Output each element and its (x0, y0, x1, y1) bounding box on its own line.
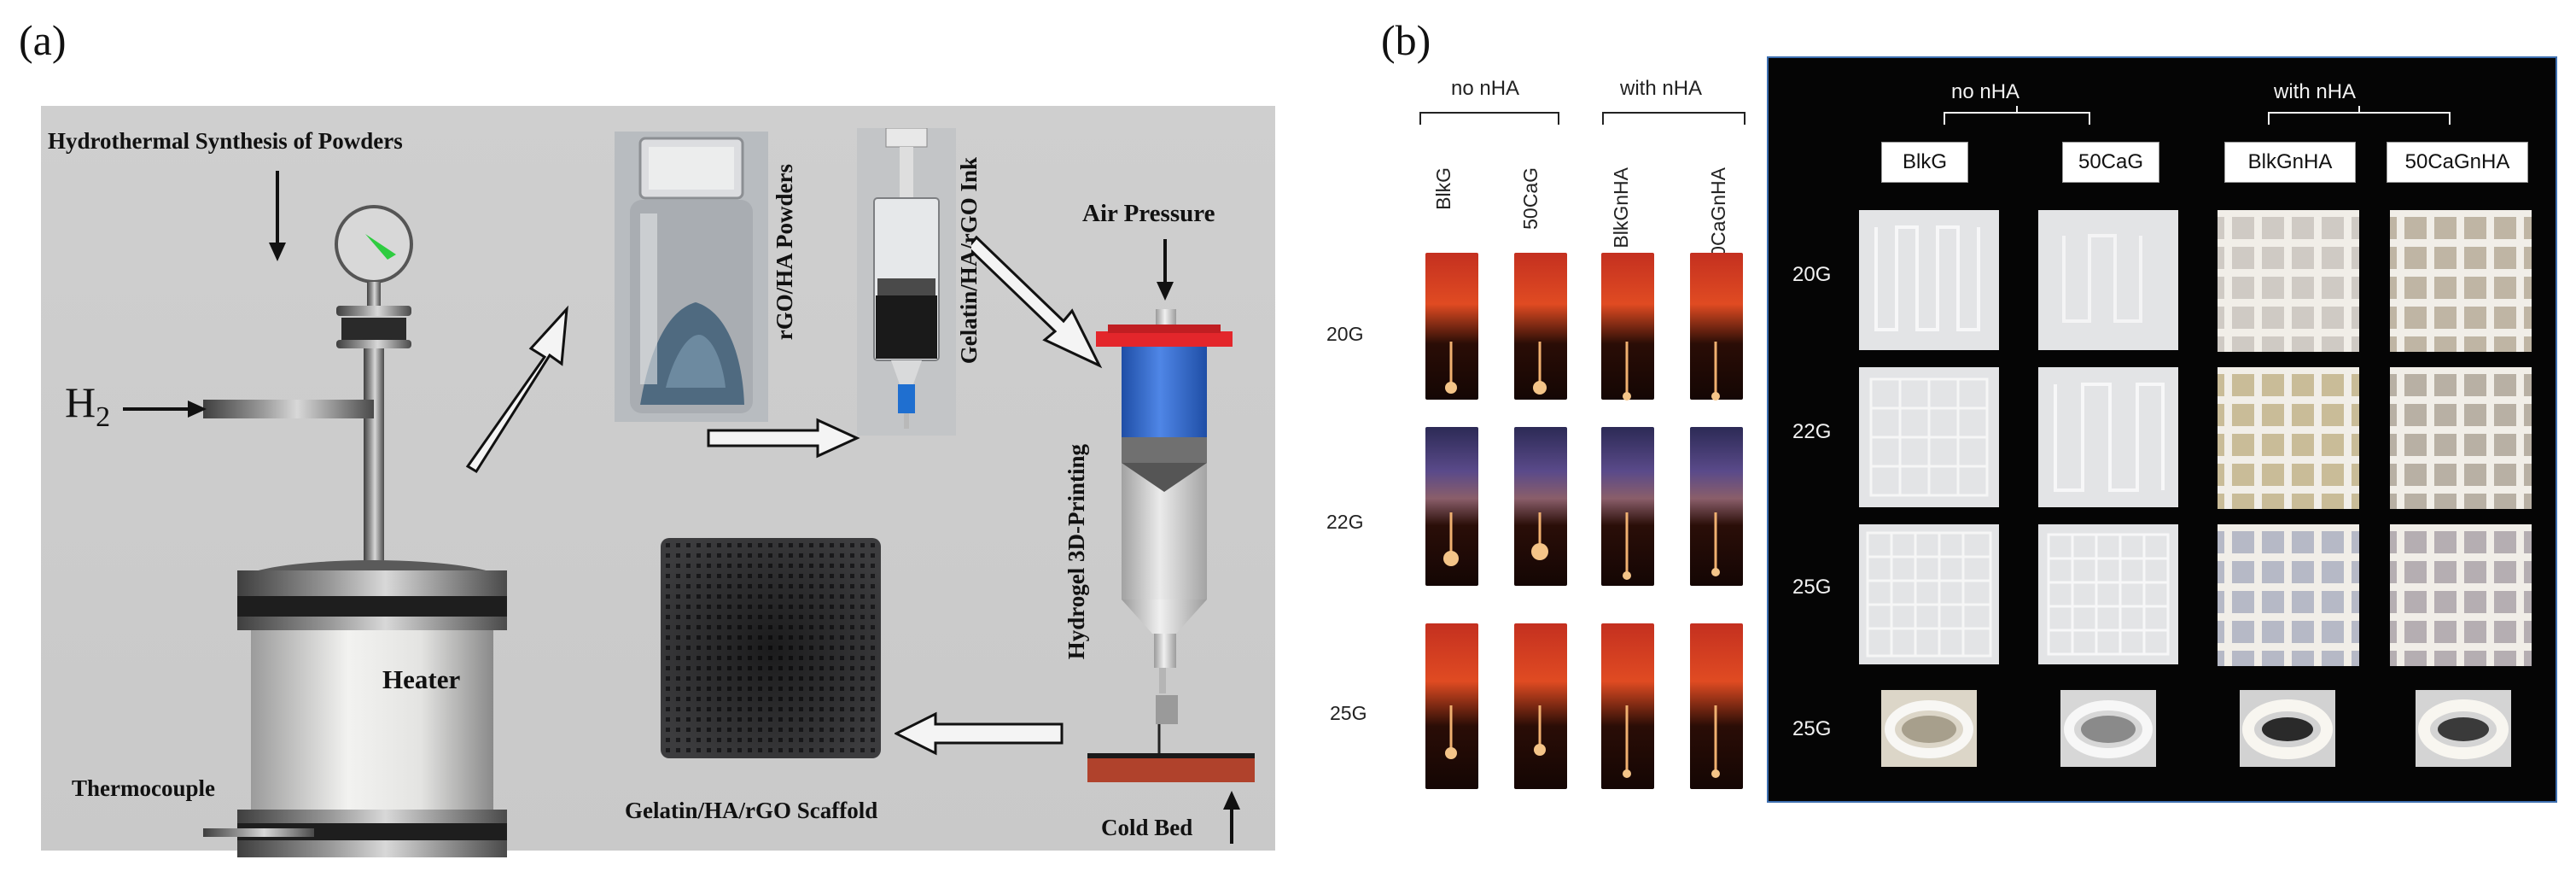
scaffold-photo-22g-blkg (1859, 367, 1999, 507)
scaffold-group-with-nha: with nHA (2274, 80, 2357, 103)
hydrothermal-arrow (269, 171, 286, 261)
ring-photo-50cag (2060, 690, 2156, 767)
hollow-arrow-to-scaffold (895, 711, 1064, 756)
scaffold-row-22g: 22G (1792, 420, 1832, 443)
nozzle-col-blkg: BlkG (1432, 167, 1454, 210)
ring-photo-50cagnha (2416, 690, 2511, 767)
h2-subscript: 2 (96, 401, 111, 433)
air-pressure-arrow (1157, 239, 1174, 301)
scaffold-col-blkg: BlkG (1881, 142, 1968, 183)
scaffold-col-blkgnha: BlkGnHA (2224, 142, 2356, 183)
scaffold-photo (661, 538, 881, 758)
cold-bed (1087, 753, 1255, 782)
scaffold-photo-22g-blkgnha (2218, 367, 2359, 509)
air-pressure-label: Air Pressure (1082, 200, 1215, 227)
nozzle-col-50cag: 50CaG (1519, 167, 1542, 230)
scaffold-photo-25g-50cag (2038, 524, 2178, 664)
scaffold-row-25g: 25G (1792, 576, 1832, 599)
nozzle-row-22g: 22G (1326, 511, 1364, 533)
scaffold-group-no-nha: no nHA (1951, 80, 2020, 103)
nozzle-group-with-nha: with nHA (1620, 77, 1703, 100)
ring-photo-blkg (1881, 690, 1977, 767)
nozzle-group-brackets (1419, 112, 1746, 125)
nozzle-group-no-nha: no nHA (1451, 77, 1520, 100)
printing-label: Hydrogel 3D-Printing (1064, 444, 1089, 660)
ring-photo-blkgnha (2240, 690, 2335, 767)
panel-a-letter: (a) (19, 16, 67, 64)
scaffold-photo-20g-blkg (1859, 210, 1999, 350)
panel-a-diagram: Hydrothermal Synthesis of Powders (41, 106, 1275, 857)
cold-bed-label: Cold Bed (1101, 815, 1193, 840)
powders-vial-photo (615, 132, 768, 422)
powders-label: rGO/HA Powders (772, 164, 797, 341)
h2-text: H (65, 378, 96, 426)
cold-bed-arrow (1223, 791, 1240, 844)
scaffold-photo-25g-blkgnha (2218, 524, 2359, 666)
hollow-arrow-to-ink (707, 418, 860, 459)
scaffold-photo-25g-blkg (1859, 524, 1999, 664)
panel-b-letter: (b) (1381, 16, 1431, 64)
scaffold-group-brackets (1944, 106, 2451, 125)
thermocouple-label: Thermocouple (72, 775, 215, 801)
scaffold-photo-20g-50cagnha (2390, 210, 2532, 352)
printing-syringe (1096, 309, 1233, 753)
scaffold-row-25g-ring: 25G (1792, 717, 1832, 740)
nozzle-col-blkgnha: BlkGnHA (1610, 167, 1632, 249)
scaffold-photo-25g-50cagnha (2390, 524, 2532, 666)
scaffold-label: Gelatin/HA/rGO Scaffold (625, 798, 878, 823)
ink-syringe-photo (857, 128, 956, 436)
scaffold-photo-22g-50cag (2038, 367, 2178, 507)
scaffold-photo-20g-50cag (2038, 210, 2178, 350)
scaffold-col-50cag: 50CaG (2062, 142, 2159, 183)
scaffold-col-50cagnha: 50CaGnHA (2387, 142, 2528, 183)
hollow-arrow-to-printer (971, 235, 1103, 369)
hollow-arrow-to-powders (465, 305, 568, 474)
nozzle-row-25g: 25G (1330, 702, 1367, 724)
h2-arrow (123, 401, 207, 418)
scaffold-photo-22g-50cagnha (2390, 367, 2532, 509)
hydrothermal-reactor (203, 205, 507, 857)
nozzle-row-20g: 20G (1326, 323, 1364, 345)
scaffold-grid-panel: no nHA with nHA BlkG 50CaG BlkGnHA 50CaG… (1767, 56, 2557, 803)
h2-label: H2 (65, 377, 110, 434)
scaffold-photo-20g-blkgnha (2218, 210, 2359, 352)
hydrothermal-label: Hydrothermal Synthesis of Powders (48, 128, 403, 154)
nozzle-strands (1443, 342, 1720, 778)
scaffold-row-20g: 20G (1792, 263, 1832, 286)
heater-label: Heater (382, 664, 461, 694)
